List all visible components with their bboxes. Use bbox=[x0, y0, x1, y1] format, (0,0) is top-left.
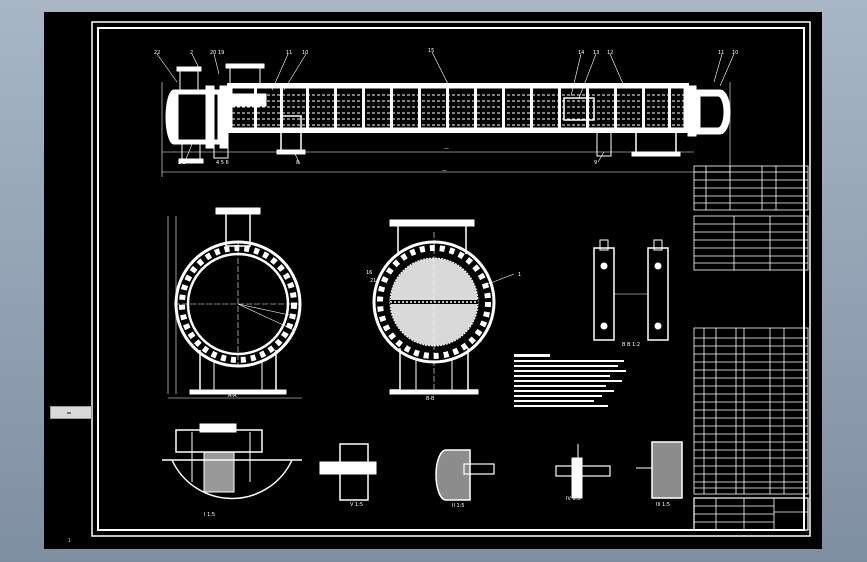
svg-text:22: 22 bbox=[154, 50, 160, 56]
svg-text:12: 12 bbox=[607, 50, 613, 56]
leader-lines bbox=[156, 51, 735, 165]
section-b-view: 1 16 21 B-B bbox=[366, 219, 521, 402]
svg-text:14: 14 bbox=[578, 50, 584, 56]
detail-i-view: I 1:5 bbox=[162, 423, 302, 518]
baffles bbox=[254, 88, 671, 128]
svg-text:4 5 6: 4 5 6 bbox=[216, 160, 229, 166]
saddle-support-right bbox=[635, 131, 677, 155]
svg-text:21: 21 bbox=[370, 278, 376, 284]
svg-text:2: 2 bbox=[190, 50, 193, 56]
svg-text:V 1:5: V 1:5 bbox=[350, 502, 363, 508]
detail-v-view: III 1:5 bbox=[636, 441, 683, 508]
detail-ii-view: V 1:5 bbox=[319, 443, 377, 508]
panel-toggle-button[interactable] bbox=[50, 406, 92, 419]
svg-text:1: 1 bbox=[68, 538, 71, 543]
svg-text:10: 10 bbox=[732, 50, 738, 56]
svg-text:11: 11 bbox=[286, 50, 292, 56]
svg-text:—: — bbox=[442, 168, 447, 174]
svg-text:I 1:5: I 1:5 bbox=[204, 512, 215, 518]
svg-text:III 1:5: III 1:5 bbox=[656, 502, 670, 508]
svg-text:9: 9 bbox=[594, 160, 597, 166]
svg-text:II 1:5: II 1:5 bbox=[452, 503, 465, 509]
svg-text:A-A: A-A bbox=[228, 393, 237, 399]
panel-toggle-icon bbox=[67, 412, 71, 414]
detail-iv-view: IV 1:5 bbox=[555, 444, 611, 502]
inner-border bbox=[97, 27, 805, 531]
svg-text:1: 1 bbox=[518, 272, 521, 278]
left-inlet-nozzle bbox=[179, 69, 199, 91]
svg-text:IV 1:5: IV 1:5 bbox=[566, 496, 581, 502]
tech-specs-table bbox=[693, 215, 809, 271]
parts-list-table bbox=[693, 327, 809, 495]
svg-text:2 3: 2 3 bbox=[178, 160, 186, 166]
svg-text:B B 1:2: B B 1:2 bbox=[622, 342, 640, 348]
svg-text:11: 11 bbox=[718, 50, 724, 56]
svg-text:B-B: B-B bbox=[426, 396, 435, 402]
nozzle-table bbox=[693, 165, 809, 211]
technical-notes bbox=[514, 354, 626, 407]
svg-text:—: — bbox=[444, 146, 449, 152]
svg-text:10: 10 bbox=[302, 50, 308, 56]
svg-text:13: 13 bbox=[593, 50, 599, 56]
svg-text:15: 15 bbox=[428, 48, 434, 54]
title-block bbox=[693, 497, 809, 531]
svg-text:16: 16 bbox=[366, 270, 372, 276]
svg-text:20 19: 20 19 bbox=[210, 50, 224, 56]
section-a-view: A-A bbox=[167, 207, 302, 399]
detail-iii-view: II 1:5 bbox=[435, 449, 495, 509]
support-detail-view: B B 1:2 bbox=[593, 239, 669, 348]
svg-text:8: 8 bbox=[296, 160, 299, 166]
outer-border bbox=[91, 21, 811, 537]
